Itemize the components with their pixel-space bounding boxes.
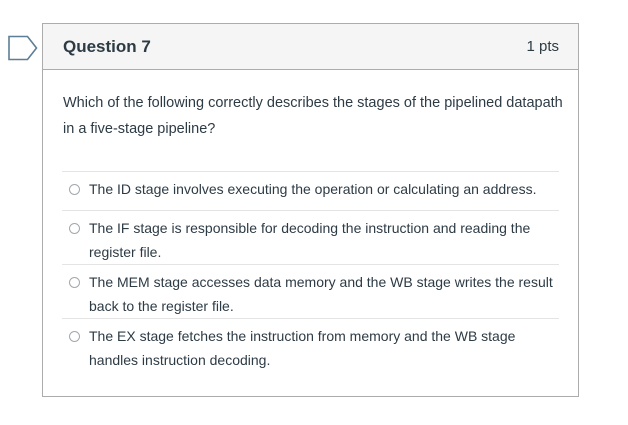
flag-question-button[interactable] xyxy=(8,35,38,61)
question-points: 1 pts xyxy=(526,38,559,55)
question-card: Question 7 1 pts Which of the following … xyxy=(42,23,579,397)
radio-button[interactable] xyxy=(69,184,80,195)
question-header: Question 7 1 pts xyxy=(43,24,578,70)
question-body: Which of the following correctly describ… xyxy=(43,90,578,372)
answer-option-label: The EX stage fetches the instruction fro… xyxy=(89,328,516,368)
answer-option[interactable]: The ID stage involves executing the oper… xyxy=(62,171,559,210)
radio-button[interactable] xyxy=(69,331,80,342)
answer-option-label: The MEM stage accesses data memory and t… xyxy=(89,274,553,314)
question-title: Question 7 xyxy=(63,36,151,56)
answer-options-list: The ID stage involves executing the oper… xyxy=(62,171,559,372)
answer-option[interactable]: The EX stage fetches the instruction fro… xyxy=(62,318,559,372)
answer-option-label: The ID stage involves executing the oper… xyxy=(89,181,537,197)
answer-option[interactable]: The MEM stage accesses data memory and t… xyxy=(62,264,559,318)
answer-option-label: The IF stage is responsible for decoding… xyxy=(89,220,531,260)
question-text: Which of the following correctly describ… xyxy=(63,95,563,137)
answer-option[interactable]: The IF stage is responsible for decoding… xyxy=(62,210,559,264)
radio-button[interactable] xyxy=(69,223,80,234)
bookmark-flag-icon xyxy=(8,35,38,61)
radio-button[interactable] xyxy=(69,277,80,288)
